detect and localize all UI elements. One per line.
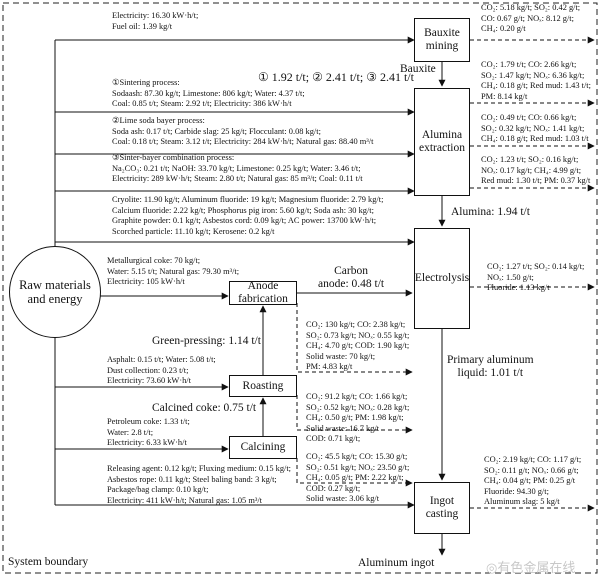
ingot-emission-text-line: CH₄: 0.04 g/t; PM: 0.25 g/t bbox=[484, 476, 576, 486]
bauxite-ratios-label: ① 1.92 t/t; ② 2.41 t/t; ③ 2.41 t/t bbox=[258, 70, 414, 84]
combo-input-text-line: Electricity: 289 kW·h/t; Steam: 2.80 t/t… bbox=[112, 174, 363, 184]
alumina-emission-text-2-line: SO₂: 0.32 kg/t; NOₓ: 1.41 kg/t; bbox=[481, 123, 585, 133]
roasting-emission-text-line: CH₄: 0.50 g/t; PM: 1.98 kg/t; bbox=[306, 413, 404, 423]
anode-emission-text-line: PM: 4.83 kg/t bbox=[306, 362, 353, 372]
roasting-input-text-line: Dust collection: 0.23 t/t; bbox=[107, 365, 189, 375]
ingot-input-text-line: Releasing agent: 0.12 kg/t; Fluxing medi… bbox=[107, 464, 292, 473]
calcining-emission-text-line: CO₂: 45.5 kg/t; CO: 15.30 g/t; bbox=[306, 452, 408, 461]
bauxite-emission-text-line: CO₂: 5.18 kg/t; SO₂: 0.42 g/t; bbox=[481, 3, 581, 12]
alumina-emission-text-3-line: Red mud: 1.30 t/t; PM: 0.37 kg/t bbox=[481, 176, 591, 186]
alumina-emission-text-1-line: CO₂: 1.79 t/t; CO: 2.66 kg/t; bbox=[481, 60, 577, 69]
roasting-emission-text-line: Solid waste: 16.7 kg/t bbox=[306, 423, 380, 433]
ingot-emission-text-line: Fluoride: 94.30 g/t; bbox=[484, 486, 549, 496]
anode-emission-text-line: CH₄: 4.70 g/t; COD: 1.90 kg/t; bbox=[306, 341, 410, 351]
combo-input-text-line: ③Sinter-bayer combination process: bbox=[112, 153, 235, 162]
bauxite-emission-text-line: CO: 0.67 g/t; NOₓ: 8.12 g/t; bbox=[481, 13, 574, 23]
raw-materials-node: Raw materials and energy bbox=[9, 246, 101, 338]
calcining-box: Calcining bbox=[229, 436, 297, 459]
anode-input-text-line: Electricity: 105 kW·h/t bbox=[107, 277, 185, 287]
ingot-emission-text-line: SO₂: 0.11 g/t; NOₓ: 0.66 g/t; bbox=[484, 465, 579, 475]
calcining-emission-text-line: SO₂: 0.51 kg/t; NOₓ: 23.50 g/t; bbox=[306, 462, 410, 472]
roasting-input-text-line: Asphalt: 0.15 t/t; Water: 5.08 t/t; bbox=[107, 355, 216, 364]
roasting-emission-text-line: SO₂: 0.52 kg/t; NOₓ: 0.28 kg/t; bbox=[306, 402, 410, 412]
anode-emission-text-line: SO₂: 0.73 kg/t; NOₓ: 0.55 kg/t; bbox=[306, 330, 410, 340]
arrow-calcining-emission bbox=[296, 458, 413, 487]
arrow-anode-emission bbox=[296, 303, 413, 376]
anode-input-text-line: Water: 5.15 t/t; Natural gas: 79.30 m³/t… bbox=[107, 266, 240, 276]
system-boundary-label: System boundary bbox=[8, 556, 89, 568]
electrolysis-emission-text-line: NOₓ: 1.50 g/t; bbox=[487, 272, 534, 282]
alumina-emission-text-2-line: CO₂: 0.49 t/t; CO: 0.66 kg/t; bbox=[481, 113, 577, 122]
bauxite-emission-text-line: CH₄: 0.20 g/t bbox=[481, 24, 526, 34]
green-pressing-flow-label: Green-pressing: 1.14 t/t bbox=[152, 335, 261, 347]
sintering-input-text-line: ①Sintering process: bbox=[112, 78, 180, 87]
carbon-anode-flow-label: Carbon anode: 0.48 t/t bbox=[318, 265, 385, 290]
alumina-flow-label: Alumina: 1.94 t/t bbox=[451, 206, 530, 218]
calcining-emission-text-line: COD: 0.27 kg/t; bbox=[306, 483, 361, 493]
alumina-emission-text-3-line: CO₂: 1.23 t/t; SO₂: 0.16 kg/t; bbox=[481, 155, 579, 164]
combo-input-text-line: Na₂CO₃: 0.21 t/t; NaOH: 33.70 kg/t; Lime… bbox=[112, 163, 361, 173]
alumina-emission-text-1-line: SO₂: 1.47 kg/t; NOₓ: 6.36 kg/t; bbox=[481, 70, 585, 80]
electrolysis-emission-text-line: Fluoride: 1.13 kg/t bbox=[487, 283, 550, 293]
electrolysis-input-text-line: Calcium fluoride: 2.22 kg/t; Phosphorus … bbox=[112, 205, 374, 215]
ingot-input-text-line: Package/bag clamp: 0.10 kg/t; bbox=[107, 485, 209, 495]
anode-emission-text-line: Solid waste: 70 kg/t; bbox=[306, 351, 376, 361]
bauxite-input-text-line: Electricity: 16.30 kW·h/t; bbox=[112, 11, 199, 20]
lime-input-text-line: Coal: 0.18 t/t; Steam: 3.12 t/t; Electri… bbox=[112, 137, 374, 147]
ingot-emission-text-line: CO₂: 2.19 kg/t; CO: 1.17 g/t; bbox=[484, 455, 582, 464]
calcining-emission-text-line: Solid waste: 3.06 kg/t bbox=[306, 494, 380, 504]
electrolysis-input-text-line: Cryolite: 11.90 kg/t; Aluminum fluoride:… bbox=[112, 195, 384, 204]
alumina-emission-text-1-line: CH₄: 0.18 g/t; Red mud: 1.43 t/t; bbox=[481, 81, 591, 91]
anode-emission-text-line: CO₂: 130 kg/t; CO: 2.38 kg/t; bbox=[306, 320, 406, 329]
roasting-box: Roasting bbox=[229, 375, 297, 397]
alumina-emission-text-3-line: NOₓ: 0.17 kg/t; CH₄: 4.99 g/t; bbox=[481, 165, 582, 175]
roasting-input-text-line: Electricity: 73.60 kW·h/t bbox=[107, 376, 191, 386]
anode-fabrication-box: Anode fabrication bbox=[229, 280, 297, 305]
alumina-emission-text-1-line: PM: 8.14 kg/t bbox=[481, 91, 528, 101]
lime-input-text-line: ②Lime soda bayer process: bbox=[112, 116, 205, 125]
arrow-roasting-emission bbox=[296, 395, 413, 434]
calcining-input-text-line: Petroleum coke: 1.33 t/t; bbox=[107, 417, 190, 426]
ingot-input-text-line: Asbestos rope: 0.11 kg/t; Steel baling b… bbox=[107, 474, 277, 484]
ingot-input-text-line: Electricity: 411 kW·h/t; Natural gas: 1.… bbox=[107, 495, 263, 505]
calcining-input-text-line: Electricity: 6.33 kW·h/t bbox=[107, 438, 187, 448]
electrolysis-input-text-line: Graphite powder: 0.1 kg/t; Asbestos cord… bbox=[112, 216, 377, 226]
bauxite-flow-label: Bauxite bbox=[400, 63, 436, 75]
electrolysis-input-text-line: Scorched particle: 11.10 kg/t; Kerosene:… bbox=[112, 226, 275, 236]
source-watermark: ◎有色金属在线 bbox=[486, 561, 576, 576]
bauxite-mining-box: Bauxite mining bbox=[414, 18, 470, 62]
ingot-casting-box: Ingot casting bbox=[414, 482, 470, 534]
bauxite-input-text-line: Fuel oil: 1.39 kg/t bbox=[112, 21, 173, 31]
roasting-emission-text-line: COD: 0.71 kg/t; bbox=[306, 434, 361, 444]
ingot-emission-text-line: Aluminum slag: 5 kg/t bbox=[484, 497, 560, 507]
anode-input-text-line: Metallurgical coke: 70 kg/t; bbox=[107, 256, 201, 265]
calcining-emission-text-line: CH₄: 0.05 g/t; PM: 2.22 kg/t; bbox=[306, 473, 404, 483]
electrolysis-box: Electrolysis bbox=[414, 228, 470, 329]
aluminum-ingot-output-label: Aluminum ingot bbox=[358, 557, 435, 569]
lime-input-text-line: Soda ash: 0.17 t/t; Carbide slag: 25 kg/… bbox=[112, 126, 321, 136]
sintering-input-text-line: Sodaash: 87.30 kg/t; Limestone: 806 kg/t… bbox=[112, 88, 305, 98]
sintering-input-text-line: Coal: 0.85 t/t; Steam: 2.92 t/t; Electri… bbox=[112, 99, 292, 109]
alumina-extraction-box: Alumina extraction bbox=[414, 88, 470, 196]
calcining-input-text-line: Water: 2.8 t/t; bbox=[107, 427, 154, 437]
alumina-emission-text-2-line: CH₄: 0.18 g/t; Red mud: 1.03 t/t bbox=[481, 134, 589, 144]
roasting-emission-text-line: CO₂: 91.2 kg/t; CO: 1.66 kg/t; bbox=[306, 392, 408, 401]
primary-aluminum-flow-label: Primary aluminum liquid: 1.01 t/t bbox=[447, 354, 534, 379]
electrolysis-emission-text-line: CO₂: 1.27 t/t; SO₂: 0.14 kg/t; bbox=[487, 262, 585, 271]
calcined-coke-flow-label: Calcined coke: 0.75 t/t bbox=[152, 402, 257, 414]
